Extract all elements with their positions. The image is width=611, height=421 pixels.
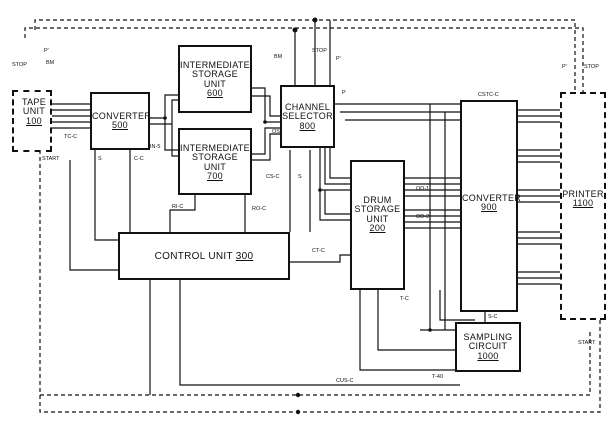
storage-600-line3: UNIT	[203, 78, 227, 89]
signal-p-top: P'	[336, 56, 341, 62]
drum-storage-line3: UNIT	[366, 213, 389, 224]
signal-p-mid: P	[342, 90, 346, 96]
converter-900-block: CONVERTER 900	[460, 100, 522, 312]
signal-cstc: CSTC-C	[478, 92, 499, 98]
drum-storage-block: DRUM STORAGE UNIT 200	[350, 160, 405, 290]
converter-500-line1: CONVERTER	[92, 111, 152, 121]
signal-bm-top: BM	[274, 54, 283, 60]
signal-stop-top: STOP	[312, 48, 327, 54]
storage-600-number: 600	[207, 88, 223, 99]
sampling-number: 1000	[477, 350, 499, 361]
drum-storage-line1: DRUM	[363, 195, 392, 205]
storage-700-block: INTERMEDIATE STORAGE UNIT 700	[178, 128, 252, 195]
channel-selector-line2: SELECTOR	[282, 111, 333, 122]
sampling-line2: CIRCUIT	[468, 341, 508, 352]
control-unit-number: 300	[235, 251, 254, 262]
signal-ct: CT-C	[312, 248, 325, 254]
sampling-line1: SAMPLING	[463, 332, 513, 342]
channel-selector-number: 800	[299, 120, 316, 131]
signal-sc: S-C	[488, 314, 498, 320]
tape-unit-line1: TAPE	[21, 97, 47, 107]
printer-block: PRINTER 1100	[560, 92, 606, 320]
signal-cc: C-C	[134, 156, 144, 162]
signal-s-mid: S	[298, 174, 302, 180]
storage-700-line1: INTERMEDIATE	[180, 143, 250, 153]
storage-600-block: INTERMEDIATE STORAGE UNIT 600	[178, 45, 252, 113]
signal-tc2: T-C	[400, 296, 409, 302]
signal-stop-right: STOP	[584, 64, 599, 70]
control-unit-line1: CONTROL UNIT	[154, 251, 233, 262]
printer-line1: PRINTER	[562, 189, 604, 199]
signal-p-right: P'	[562, 64, 567, 70]
tape-unit-block: TAPE UNIT 100	[12, 90, 52, 152]
sampling-circuit-block: SAMPLING CIRCUIT 1000	[455, 322, 521, 372]
control-unit-block: CONTROL UNIT 300	[118, 232, 290, 280]
signal-stop-left: STOP	[12, 62, 27, 68]
signal-cs: CS-C	[266, 174, 280, 180]
storage-700-number: 700	[207, 171, 223, 182]
storage-600-line1: INTERMEDIATE	[180, 60, 250, 70]
converter-500-number: 500	[112, 120, 128, 131]
signal-start-right: START	[578, 340, 596, 346]
channel-selector-line1: CHANNEL	[284, 102, 331, 112]
tape-unit-line2: UNIT	[22, 106, 46, 117]
signal-in5: IN-5	[150, 144, 161, 150]
signal-ro: RO-C	[252, 206, 267, 212]
signal-ri: RI-C	[172, 204, 184, 210]
converter-900-line1: CONVERTER	[462, 193, 522, 203]
signal-tc: TC-C	[64, 134, 78, 140]
signal-t40: T-40	[432, 374, 444, 380]
drum-storage-line2: STORAGE	[354, 204, 401, 215]
storage-700-line2: STORAGE	[192, 152, 238, 163]
storage-600-line2: STORAGE	[192, 69, 238, 80]
channel-selector-block: CHANNEL SELECTOR 800	[280, 85, 335, 148]
signal-start-left: START	[42, 156, 60, 162]
printer-number: 1100	[572, 198, 594, 209]
signal-os: OS	[272, 129, 280, 135]
signal-bm-left: BM	[46, 60, 55, 66]
signal-p-left: P'	[44, 48, 49, 54]
signal-od1: OD-1	[416, 186, 430, 192]
converter-900-number: 900	[481, 202, 497, 213]
signal-s-left: S	[98, 156, 102, 162]
storage-700-line3: UNIT	[203, 161, 227, 172]
tape-unit-number: 100	[26, 115, 42, 126]
signal-cus: CUS-C	[336, 378, 354, 384]
drum-storage-number: 200	[369, 223, 386, 234]
converter-500-block: CONVERTER 500	[90, 92, 152, 150]
signal-od2: OD-2	[416, 214, 430, 220]
